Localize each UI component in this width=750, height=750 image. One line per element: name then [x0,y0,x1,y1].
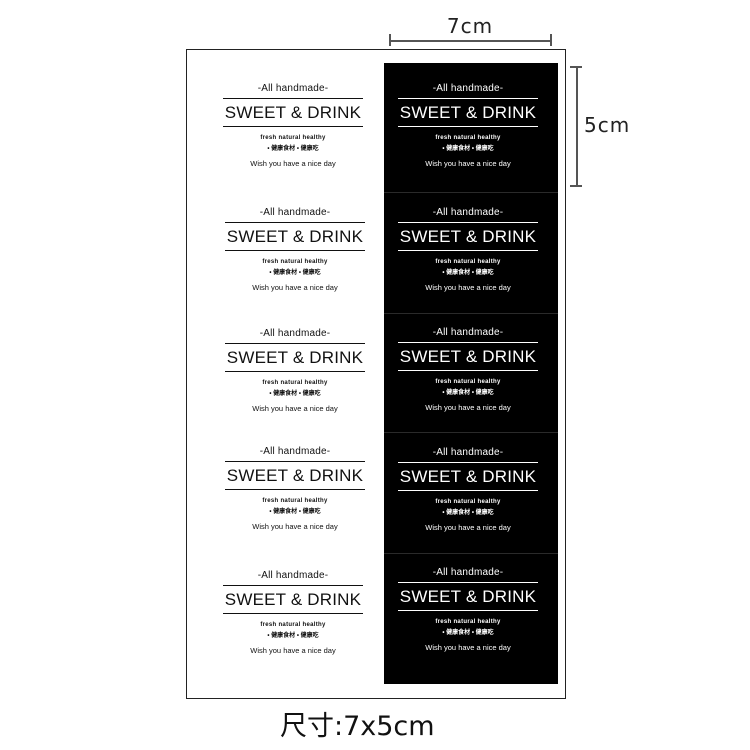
divider [225,250,365,251]
wish-text: Wish you have a nice day [250,646,336,655]
chinese-text: • 健康食材 • 健康吃 [442,510,494,516]
divider [398,490,538,491]
sticker-label-light: -All handmade- SWEET & DRINK fresh natur… [223,82,363,192]
divider [398,610,538,611]
height-dimension-line [576,66,578,186]
chinese-text: • 健康食材 • 健康吃 [267,146,319,152]
handmade-text: -All handmade- [259,207,331,218]
handmade-text: -All handmade- [432,567,504,578]
wish-text: Wish you have a nice day [252,404,338,413]
sticker-label-light: -All handmade- SWEET & DRINK fresh natur… [223,569,363,679]
tagline-text: fresh natural healthy [435,379,501,385]
label-title: SWEET & DRINK [226,227,364,246]
chinese-text: • 健康食材 • 健康吃 [269,391,321,397]
tagline-text: fresh natural healthy [435,499,501,505]
label-title: SWEET & DRINK [399,103,537,122]
chinese-text: • 健康食材 • 健康吃 [442,390,494,396]
divider [225,461,365,462]
tagline-text: fresh natural healthy [435,259,501,265]
chinese-text: • 健康食材 • 健康吃 [442,630,494,636]
sticker-label-dark: -All handmade- SWEET & DRINK fresh natur… [398,326,538,436]
sticker-label-light: -All handmade- SWEET & DRINK fresh natur… [225,445,365,555]
sticker-separator [384,192,558,193]
wish-text: Wish you have a nice day [252,283,338,292]
sticker-separator [384,553,558,554]
divider [398,126,538,127]
label-title: SWEET & DRINK [399,347,537,366]
handmade-text: -All handmade- [257,83,329,94]
divider [398,582,538,583]
size-caption: 尺寸:7x5cm [280,711,435,742]
divider [223,585,363,586]
handmade-text: -All handmade- [432,327,504,338]
width-dimension-tick-left [389,34,391,46]
tagline-text: fresh natural healthy [260,135,326,141]
label-title: SWEET & DRINK [399,467,537,486]
divider [223,126,363,127]
divider [223,98,363,99]
chinese-text: • 健康食材 • 健康吃 [269,270,321,276]
sticker-label-dark: -All handmade- SWEET & DRINK fresh natur… [398,446,538,556]
width-dimension-tick-right [550,34,552,46]
tagline-text: fresh natural healthy [260,622,326,628]
divider [398,222,538,223]
chinese-text: • 健康食材 • 健康吃 [267,633,319,639]
divider [223,613,363,614]
wish-text: Wish you have a nice day [425,283,511,292]
divider [398,342,538,343]
divider [225,489,365,490]
tagline-text: fresh natural healthy [262,259,328,265]
tagline-text: fresh natural healthy [262,380,328,386]
divider [225,343,365,344]
height-dimension-tick-bottom [570,185,582,187]
chinese-text: • 健康食材 • 健康吃 [442,270,494,276]
label-title: SWEET & DRINK [226,348,364,367]
wish-text: Wish you have a nice day [425,159,511,168]
wish-text: Wish you have a nice day [252,522,338,531]
width-dimension-line [389,40,551,42]
label-title: SWEET & DRINK [399,227,537,246]
label-title: SWEET & DRINK [226,466,364,485]
handmade-text: -All handmade- [432,447,504,458]
label-title: SWEET & DRINK [224,590,362,609]
height-dimension-tick-top [570,66,582,68]
handmade-text: -All handmade- [259,446,331,457]
chinese-text: • 健康食材 • 健康吃 [269,509,321,515]
sticker-label-dark: -All handmade- SWEET & DRINK fresh natur… [398,566,538,676]
wish-text: Wish you have a nice day [425,523,511,532]
sticker-sheet [186,49,566,699]
handmade-text: -All handmade- [432,207,504,218]
height-dimension-label: 5cm [584,113,631,137]
divider [398,370,538,371]
wish-text: Wish you have a nice day [425,403,511,412]
wish-text: Wish you have a nice day [425,643,511,652]
width-dimension-label: 7cm [446,14,494,38]
wish-text: Wish you have a nice day [250,159,336,168]
divider [398,462,538,463]
divider [225,222,365,223]
black-sticker-column [384,63,558,684]
divider [398,98,538,99]
sticker-label-dark: -All handmade- SWEET & DRINK fresh natur… [398,82,538,192]
sticker-label-dark: -All handmade- SWEET & DRINK fresh natur… [398,206,538,316]
tagline-text: fresh natural healthy [262,498,328,504]
handmade-text: -All handmade- [432,83,504,94]
divider [225,371,365,372]
sticker-separator [384,432,558,433]
sticker-separator [384,313,558,314]
tagline-text: fresh natural healthy [435,619,501,625]
handmade-text: -All handmade- [257,570,329,581]
tagline-text: fresh natural healthy [435,135,501,141]
label-title: SWEET & DRINK [399,587,537,606]
chinese-text: • 健康食材 • 健康吃 [442,146,494,152]
handmade-text: -All handmade- [259,328,331,339]
sticker-label-light: -All handmade- SWEET & DRINK fresh natur… [225,327,365,437]
divider [398,250,538,251]
label-title: SWEET & DRINK [224,103,362,122]
sticker-label-light: -All handmade- SWEET & DRINK fresh natur… [225,206,365,316]
